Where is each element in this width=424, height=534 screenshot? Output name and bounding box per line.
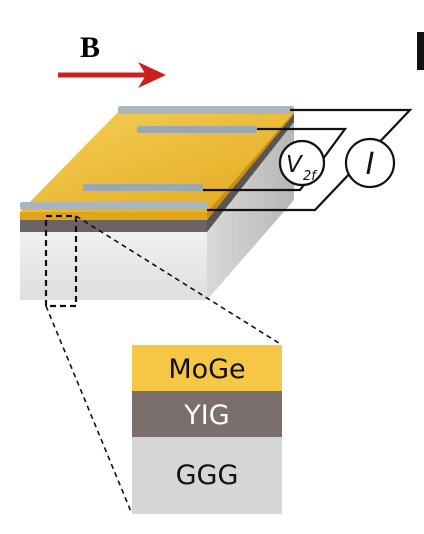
- contact-pad: [20, 202, 207, 210]
- voltmeter-subscript: 2f: [303, 169, 318, 184]
- moge-film-edge: [20, 212, 207, 220]
- contact-pad: [137, 126, 257, 133]
- layer-moge-label: MoGe: [168, 354, 245, 385]
- current-source-icon: I: [344, 137, 396, 189]
- field-label: B: [80, 31, 100, 64]
- layer-ggg: [132, 437, 282, 514]
- current-source-symbol: I: [366, 147, 375, 182]
- layer-ggg-label: GGG: [176, 460, 239, 491]
- yig-layer: [20, 112, 294, 232]
- contact-pad: [118, 106, 294, 114]
- voltmeter-symbol: V: [286, 152, 304, 178]
- layer-moge: [132, 345, 282, 391]
- contact-pad: [83, 184, 203, 191]
- panel-edge-mark: [417, 32, 424, 70]
- substrate-block: [20, 112, 294, 300]
- layer-yig-label: YIG: [183, 400, 229, 431]
- zoom-guide-lines: [45, 215, 283, 515]
- field-arrow-icon: [58, 62, 166, 88]
- zoom-region-box: [44, 214, 78, 308]
- contact-pads: [20, 106, 294, 210]
- layer-yig: [132, 391, 282, 437]
- voltmeter-icon: V 2f: [278, 139, 326, 187]
- layer-stack: MoGe YIG GGG: [132, 345, 282, 514]
